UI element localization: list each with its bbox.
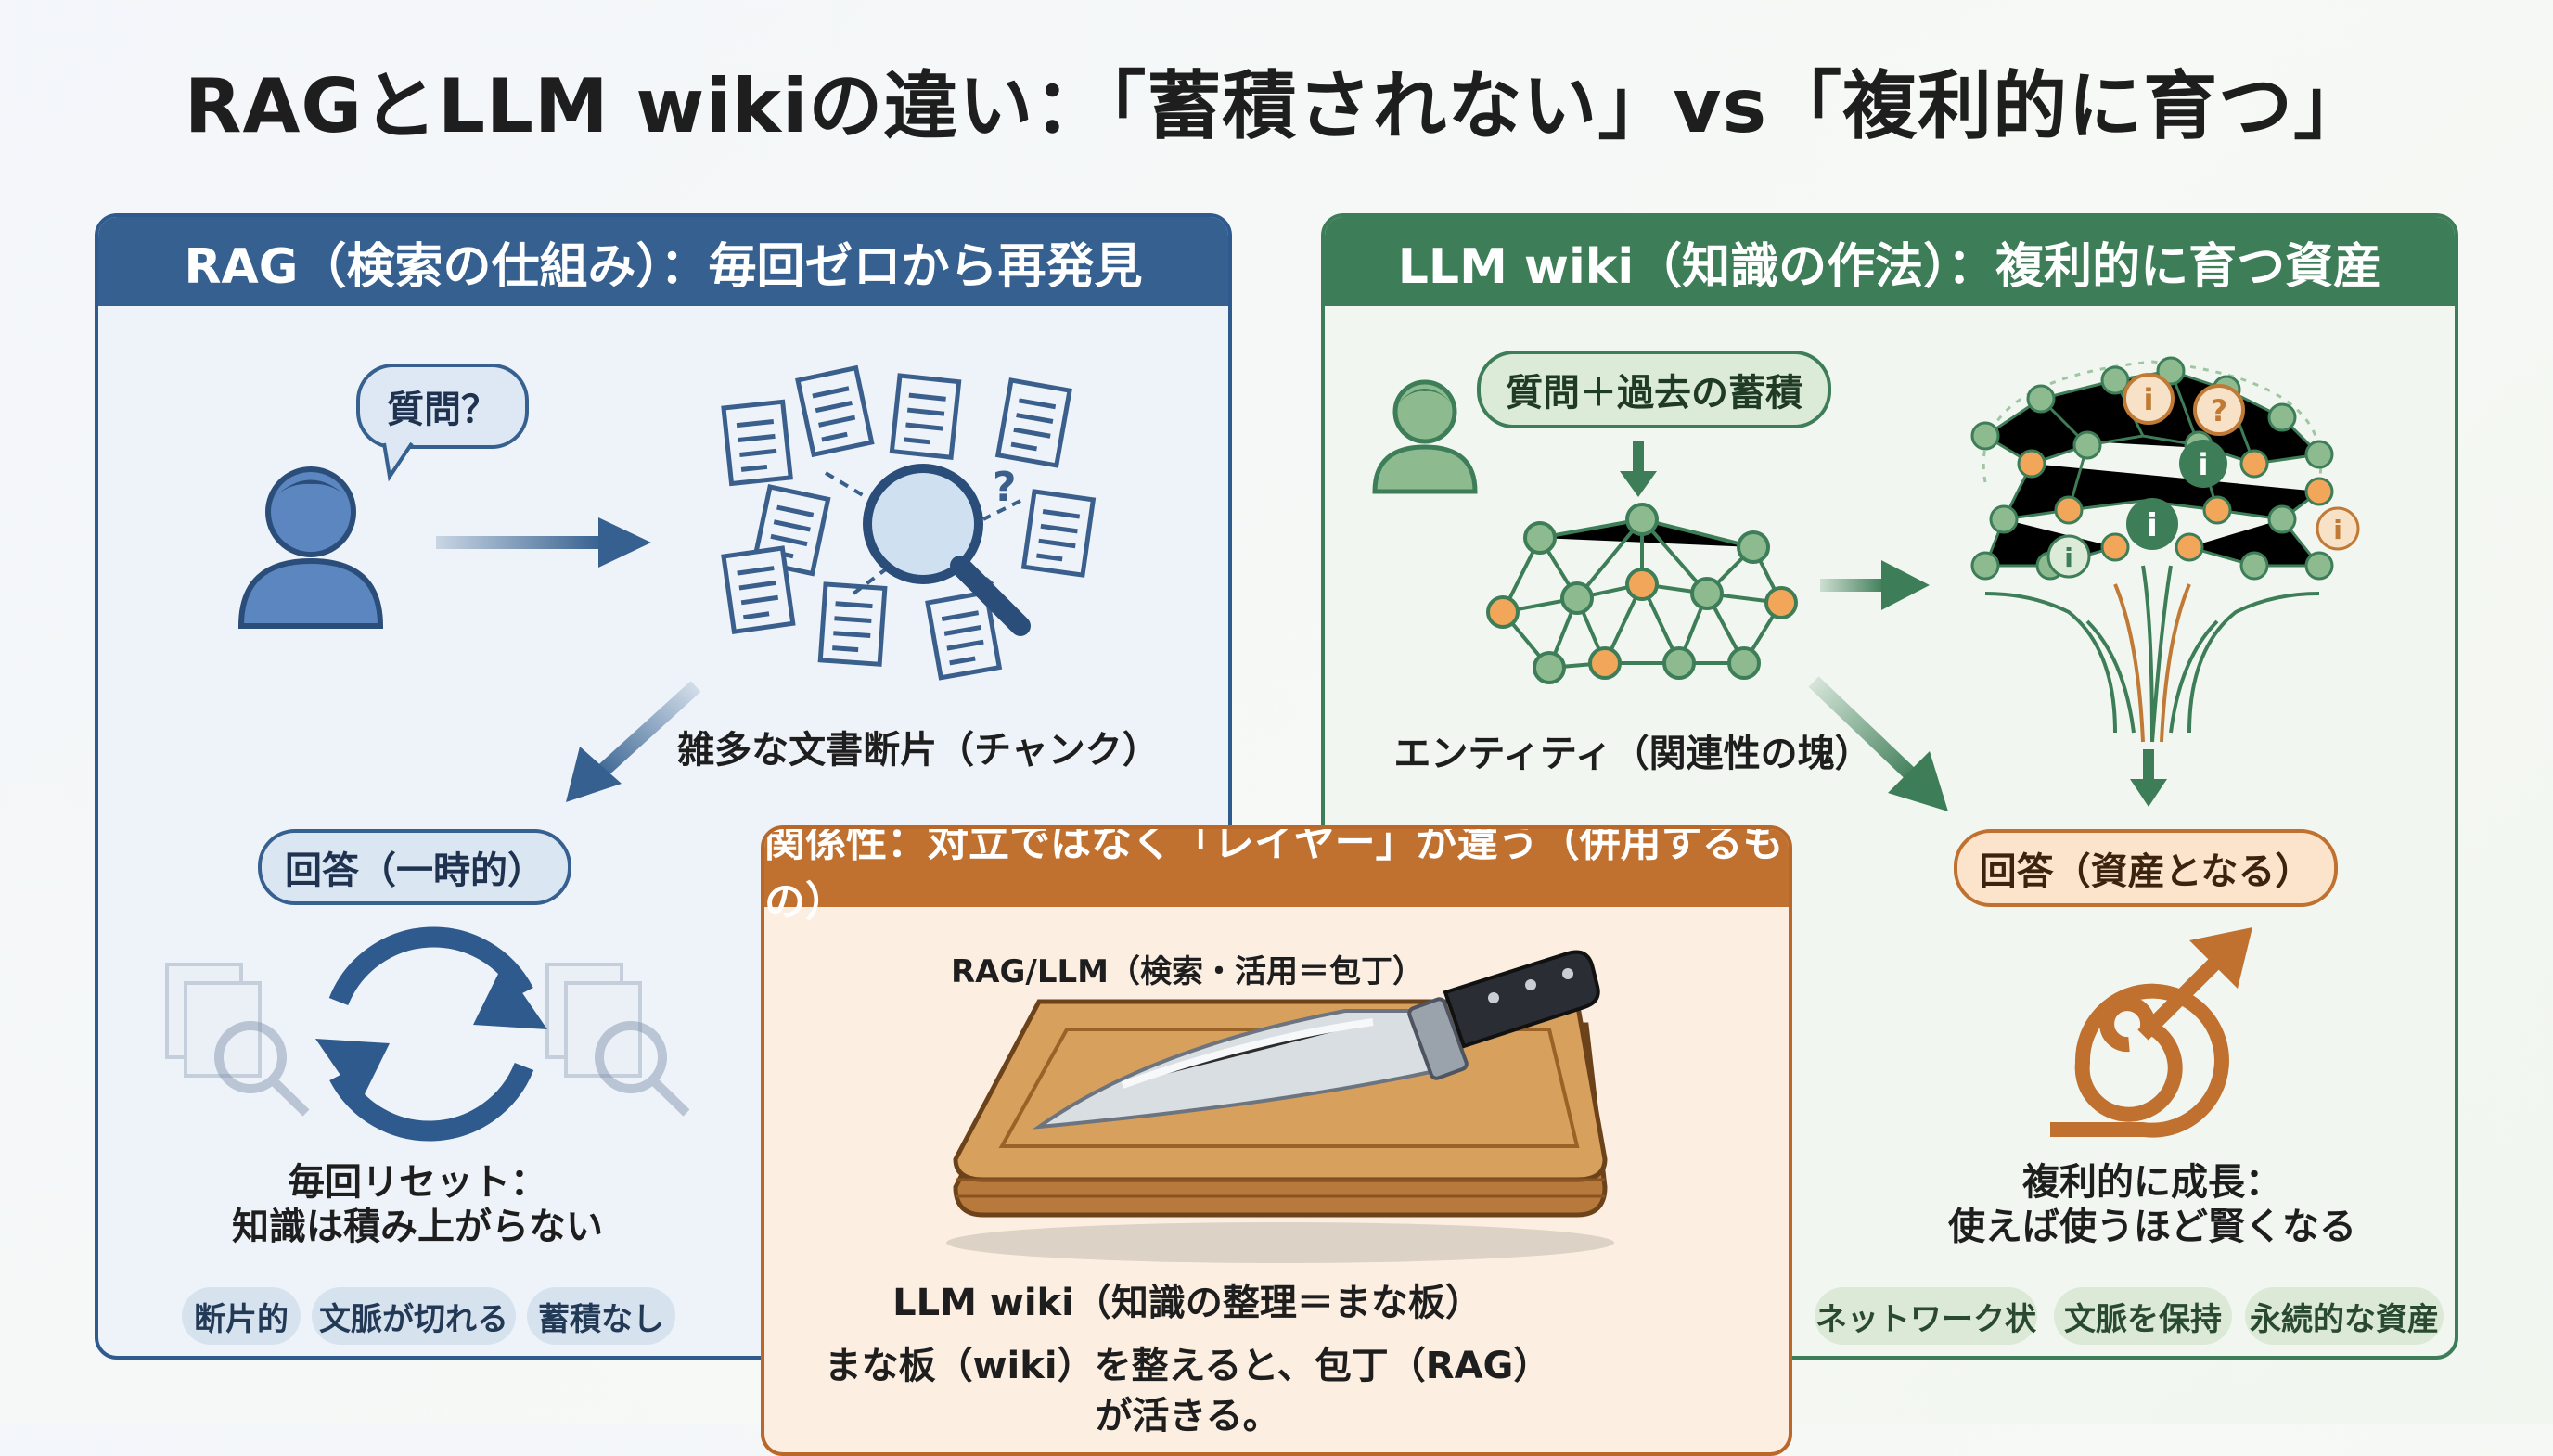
knowledge-tree-icon: i ? i i i i (1970, 356, 2360, 743)
wiki-answer-bubble: 回答（資産となる） (1954, 829, 2338, 907)
growth-spiral-icon (2050, 927, 2252, 1138)
bubble-tail-icon (382, 441, 414, 482)
page-title: RAGとLLM wikiの違い：「蓄積されない」vs「複利的に育つ」 (184, 63, 2369, 149)
rag-tag-context-broken: 文脈が切れる (312, 1287, 516, 1345)
rag-panel-header: RAG（検索の仕組み）：毎回ゼロから再発見 (98, 217, 1228, 306)
svg-text:?: ? (2211, 393, 2228, 428)
rag-question-bubble: 質問？ (356, 364, 529, 449)
wiki-user-icon (1372, 379, 1478, 494)
wiki-panel-header: LLM wiki（知識の作法）：複利的に育つ資産 (1325, 217, 2455, 306)
growth-label-line2: 使えば使うほど賢くなる (1948, 1206, 2356, 1248)
rag-answer-bubble: 回答（一時的） (258, 829, 571, 905)
wiki-tag-network: ネットワーク状 (1815, 1287, 2037, 1345)
arrow-right-icon (436, 517, 651, 568)
wiki-answer-text: 回答（資産となる） (1979, 850, 2313, 893)
cutting-board-knife-icon (946, 950, 1614, 1263)
rag-question-text: 質問？ (387, 389, 498, 431)
svg-text:i: i (2064, 543, 2073, 573)
rag-tag-no-accumulation: 蓄積なし (527, 1287, 675, 1345)
relation-conclusion: まな板（wiki）を整えると、包丁（RAG）が活きる。 (824, 1345, 1551, 1437)
svg-text:i: i (2144, 382, 2154, 417)
entity-label: エンティティ（関連性の塊） (1393, 733, 1872, 775)
arrow-down-right-icon (1808, 676, 1948, 811)
rag-answer-text: 回答（一時的） (285, 849, 545, 892)
wiki-question-bubble: 質問＋過去の蓄積 (1477, 351, 1831, 428)
relation-panel-header: 関係性：対立ではなく「レイヤー」が違う（併用するもの） (764, 829, 1789, 926)
board-label: LLM wiki（知識の整理＝まな板） (892, 1282, 1482, 1324)
reset-cycle-icon (165, 926, 690, 1142)
entity-network-icon (1486, 503, 1798, 684)
document-fragments-icon: ? (721, 364, 1097, 681)
reset-label-line2: 知識は積み上がらない (232, 1206, 603, 1248)
wiki-tag-context-kept: 文脈を保持 (2054, 1287, 2232, 1345)
knife-label: RAG/LLM（検索・活用＝包丁） (951, 953, 1424, 990)
svg-text:i: i (2333, 515, 2342, 545)
arrow-down-icon (1620, 441, 1657, 497)
growth-label-line1: 複利的に成長： (2022, 1161, 2282, 1204)
arrow-down-icon (2130, 749, 2167, 807)
wiki-question-text: 質問＋過去の蓄積 (1506, 372, 1802, 415)
arrow-right-icon (1820, 560, 1930, 610)
svg-text:?: ? (993, 464, 1017, 511)
rag-user-icon (237, 466, 384, 629)
wiki-tag-permanent-asset: 永続的な資産 (2245, 1287, 2444, 1345)
svg-text:i: i (2199, 447, 2209, 482)
svg-text:i: i (2147, 507, 2158, 544)
fragments-label: 雑多な文書断片（チャンク） (677, 729, 1160, 772)
reset-label-line1: 毎回リセット： (288, 1161, 547, 1204)
rag-tag-fragmented: 断片的 (182, 1287, 301, 1345)
arrow-down-left-icon (566, 681, 701, 802)
